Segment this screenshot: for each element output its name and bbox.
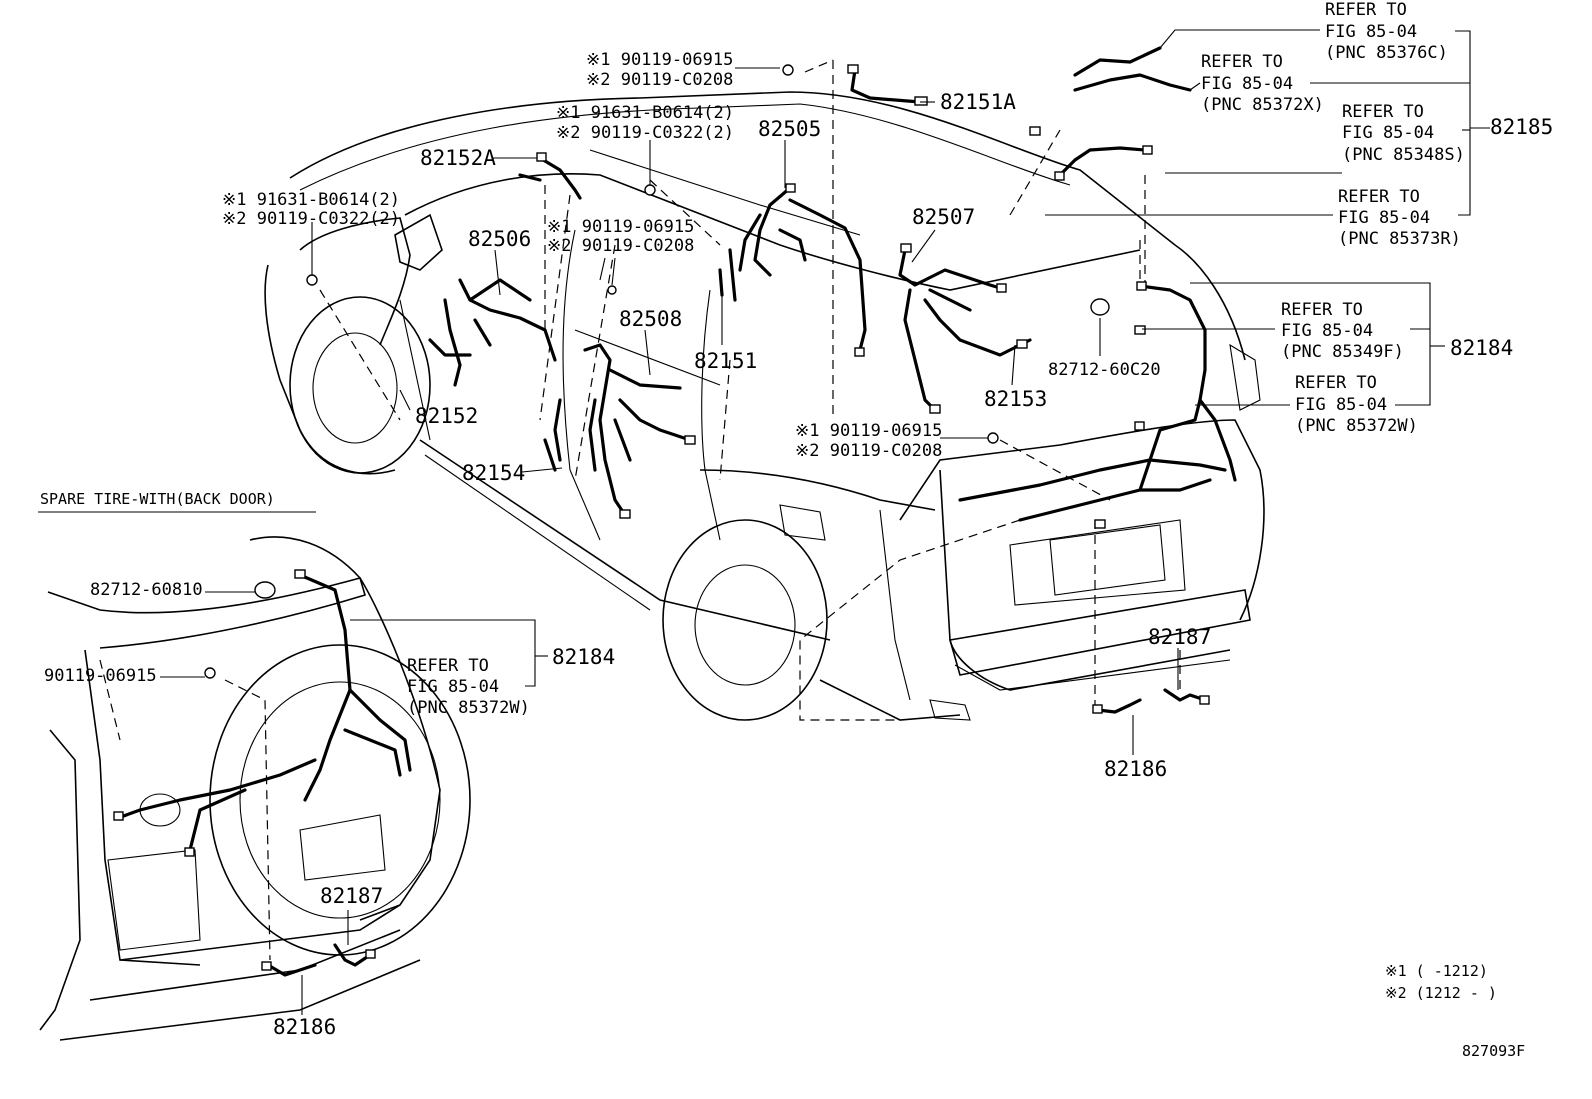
part-clip-left-1[interactable]: ※1 91631-B0614(2) (222, 190, 400, 210)
part-bolt-mid-1[interactable]: ※1 90119-06915 (547, 217, 694, 237)
callout-82507[interactable]: 82507 (912, 205, 975, 229)
callouts: 82185 82184 82184 82151A 82505 82152A 82… (273, 90, 1553, 1039)
note-1: ※1 ( -1212) (1385, 962, 1488, 980)
inset-title: SPARE TIRE-WITH(BACK DOOR) (40, 490, 275, 508)
part-number-labels: ※1 90119-06915 ※2 90119-C0208 ※1 91631-B… (44, 50, 1161, 686)
refer-line: REFER TO (407, 656, 489, 676)
inset-spare-tire (38, 511, 548, 1041)
callout-82184-main[interactable]: 82184 (1450, 336, 1513, 360)
vehicle-body-outline (264, 91, 1265, 721)
part-bolt-top-1[interactable]: ※1 90119-06915 (586, 50, 733, 70)
part-clip-left-2[interactable]: ※2 90119-C0322(2) (222, 209, 400, 229)
refer-block-85376c[interactable]: REFER TO FIG 85-04 (PNC 85376C) (1325, 0, 1448, 63)
callout-82508[interactable]: 82508 (619, 307, 682, 331)
refer-block-85372w-spare[interactable]: REFER TO FIG 85-04 (PNC 85372W) (407, 656, 530, 718)
refer-blocks: REFER TO FIG 85-04 (PNC 85376C) REFER TO… (407, 0, 1465, 718)
refer-line: (PNC 85376C) (1325, 43, 1448, 63)
refer-line: REFER TO (1201, 52, 1283, 72)
note-2: ※2 (1212 - ) (1385, 984, 1497, 1002)
refer-line: (PNC 85348S) (1342, 145, 1465, 165)
refer-line: FIG 85-04 (1201, 74, 1293, 94)
part-bolt-spare[interactable]: 90119-06915 (44, 666, 157, 686)
refer-block-85349f[interactable]: REFER TO FIG 85-04 (PNC 85349F) (1281, 300, 1404, 362)
callout-82151a[interactable]: 82151A (940, 90, 1016, 114)
callout-82505[interactable]: 82505 (758, 117, 821, 141)
refer-line: REFER TO (1281, 300, 1363, 320)
part-clip-top-2[interactable]: ※2 90119-C0322(2) (556, 123, 734, 143)
part-bolt-mid-2[interactable]: ※2 90119-C0208 (547, 236, 694, 256)
part-bolt-right-1[interactable]: ※1 90119-06915 (795, 421, 942, 441)
callout-82187-main[interactable]: 82187 (1148, 625, 1211, 649)
refer-line: FIG 85-04 (407, 677, 499, 697)
refer-block-85348s[interactable]: REFER TO FIG 85-04 (PNC 85348S) (1342, 102, 1465, 165)
callout-82186-main[interactable]: 82186 (1104, 757, 1167, 781)
refer-line: FIG 85-04 (1295, 395, 1387, 415)
refer-line: (PNC 85372W) (407, 698, 530, 718)
refer-line: FIG 85-04 (1342, 123, 1434, 143)
refer-line: FIG 85-04 (1338, 208, 1430, 228)
refer-line: REFER TO (1338, 187, 1420, 207)
callout-82506[interactable]: 82506 (468, 227, 531, 251)
refer-line: REFER TO (1325, 0, 1407, 20)
refer-line: FIG 85-04 (1281, 321, 1373, 341)
callout-82152[interactable]: 82152 (415, 404, 478, 428)
refer-line: (PNC 85349F) (1281, 342, 1404, 362)
callout-82153[interactable]: 82153 (984, 387, 1047, 411)
part-grommet-spare[interactable]: 82712-60810 (90, 580, 203, 600)
part-bolt-top-2[interactable]: ※2 90119-C0208 (586, 70, 733, 90)
callout-82184-spare[interactable]: 82184 (552, 645, 615, 669)
refer-block-85373r[interactable]: REFER TO FIG 85-04 (PNC 85373R) (1338, 187, 1461, 249)
part-grommet-main[interactable]: 82712-60C20 (1048, 360, 1161, 380)
leader-lines (311, 29, 1490, 755)
refer-line: (PNC 85372W) (1295, 416, 1418, 436)
refer-line: (PNC 85372X) (1201, 95, 1324, 115)
wire-harnesses (428, 46, 1237, 714)
figure-code: 827093F (1462, 1042, 1525, 1060)
part-clip-top-1[interactable]: ※1 91631-B0614(2) (556, 103, 734, 123)
refer-line: FIG 85-04 (1325, 22, 1417, 42)
callout-82151[interactable]: 82151 (694, 349, 757, 373)
callout-82186-spare[interactable]: 82186 (273, 1015, 336, 1039)
part-bolt-right-2[interactable]: ※2 90119-C0208 (795, 441, 942, 461)
refer-line: REFER TO (1342, 102, 1424, 122)
refer-block-85372w-main[interactable]: REFER TO FIG 85-04 (PNC 85372W) (1295, 373, 1418, 436)
refer-line: (PNC 85373R) (1338, 229, 1461, 249)
callout-82152a[interactable]: 82152A (420, 146, 496, 170)
fasteners (306, 64, 1110, 444)
callout-82185[interactable]: 82185 (1490, 115, 1553, 139)
dashed-leader-lines (319, 59, 1181, 721)
callout-82187-spare[interactable]: 82187 (320, 884, 383, 908)
refer-block-85372x[interactable]: REFER TO FIG 85-04 (PNC 85372X) (1201, 52, 1324, 115)
callout-82154[interactable]: 82154 (462, 461, 525, 485)
refer-line: REFER TO (1295, 373, 1377, 393)
